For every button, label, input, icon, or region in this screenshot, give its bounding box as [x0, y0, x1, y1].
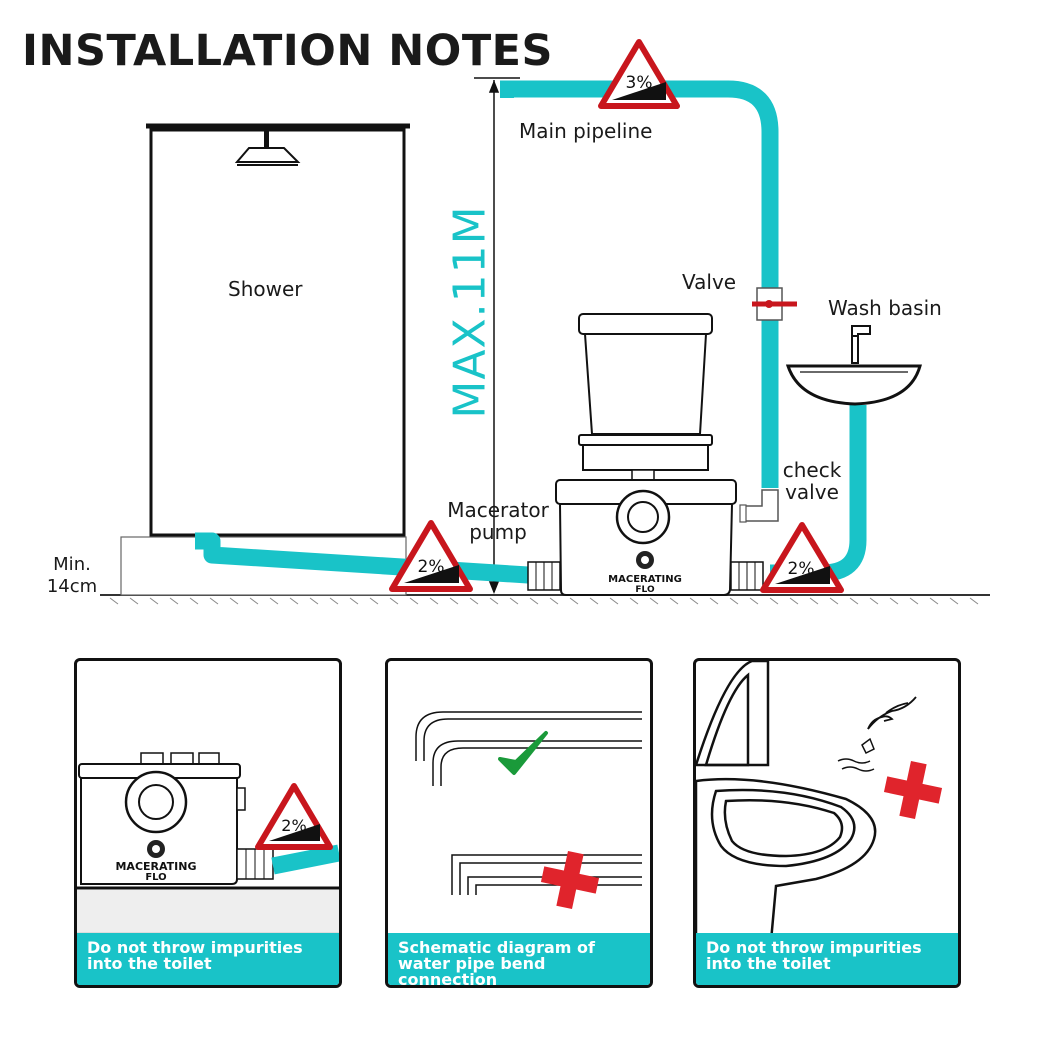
slope-panel: 2%: [281, 816, 306, 835]
macerator-pump-label: Macerator pump: [447, 498, 549, 544]
wash-basin-label: Wash basin: [828, 296, 942, 320]
warning-triangle-icon: 2%: [389, 520, 473, 592]
check-mark-icon: [498, 731, 548, 775]
max-height-label: MAX.11M: [444, 205, 496, 419]
page-title: INSTALLATION NOTES: [22, 26, 554, 76]
installation-diagram: MACERATING FLO 3% 2% 2%: [100, 39, 990, 605]
wash-basin: [785, 325, 922, 406]
cross-icon: [540, 850, 600, 910]
debris-icon: [837, 737, 875, 772]
main-pipeline-label: Main pipeline: [519, 119, 653, 143]
macerator-pump: MACERATING FLO: [527, 469, 764, 596]
note-panel-pipe-bend: Schematic diagram of water pipe bend con…: [385, 658, 653, 988]
min-height-label: Min. 14cm: [46, 554, 98, 597]
panel-caption: Schematic diagram of water pipe bend con…: [388, 933, 650, 985]
correct-pipe-bend: [415, 711, 642, 786]
hand-icon: [867, 696, 917, 730]
toilet-tank: [578, 313, 713, 471]
macerator-logo-icon: [636, 551, 654, 569]
slope-top: 3%: [626, 73, 653, 93]
panel-caption: Do not throw impurities into the toilet: [77, 933, 339, 985]
note-panel-pump: MACERATING FLO 2% Do not throw impuritie…: [74, 658, 342, 988]
check-valve-label: check valve: [782, 458, 842, 504]
slope-shower: 2%: [418, 557, 445, 577]
height-dimension: [474, 77, 520, 595]
slope-basin: 2%: [788, 559, 815, 579]
check-valve-icon: [739, 489, 779, 523]
main-pipeline: [500, 80, 779, 488]
panel-brand-line2: FLO: [145, 872, 166, 883]
warning-triangle-icon: 2%: [255, 783, 333, 850]
panel-brand-line1: MACERATING: [115, 860, 196, 873]
shower-drain-pipe: [195, 532, 529, 584]
warning-triangle-icon: 3%: [598, 39, 680, 109]
valve-label: Valve: [682, 270, 737, 294]
warning-triangle-icon: 2%: [760, 522, 844, 593]
note-panel-toilet: Do not throw impurities into the toilet: [693, 658, 961, 988]
cross-icon: [883, 760, 943, 820]
shower-head-icon: [234, 130, 301, 166]
shower-label: Shower: [228, 277, 303, 301]
shower-cabin: [146, 123, 410, 537]
macerator-pump-closeup: MACERATING FLO: [78, 752, 274, 885]
panel-caption: Do not throw impurities into the toilet: [696, 933, 958, 985]
brand-line1: MACERATING: [608, 574, 682, 585]
brand-line2: FLO: [635, 585, 655, 595]
valve-icon: [752, 287, 797, 321]
toilet-bowl-icon: [696, 661, 877, 943]
floor: [100, 594, 990, 605]
